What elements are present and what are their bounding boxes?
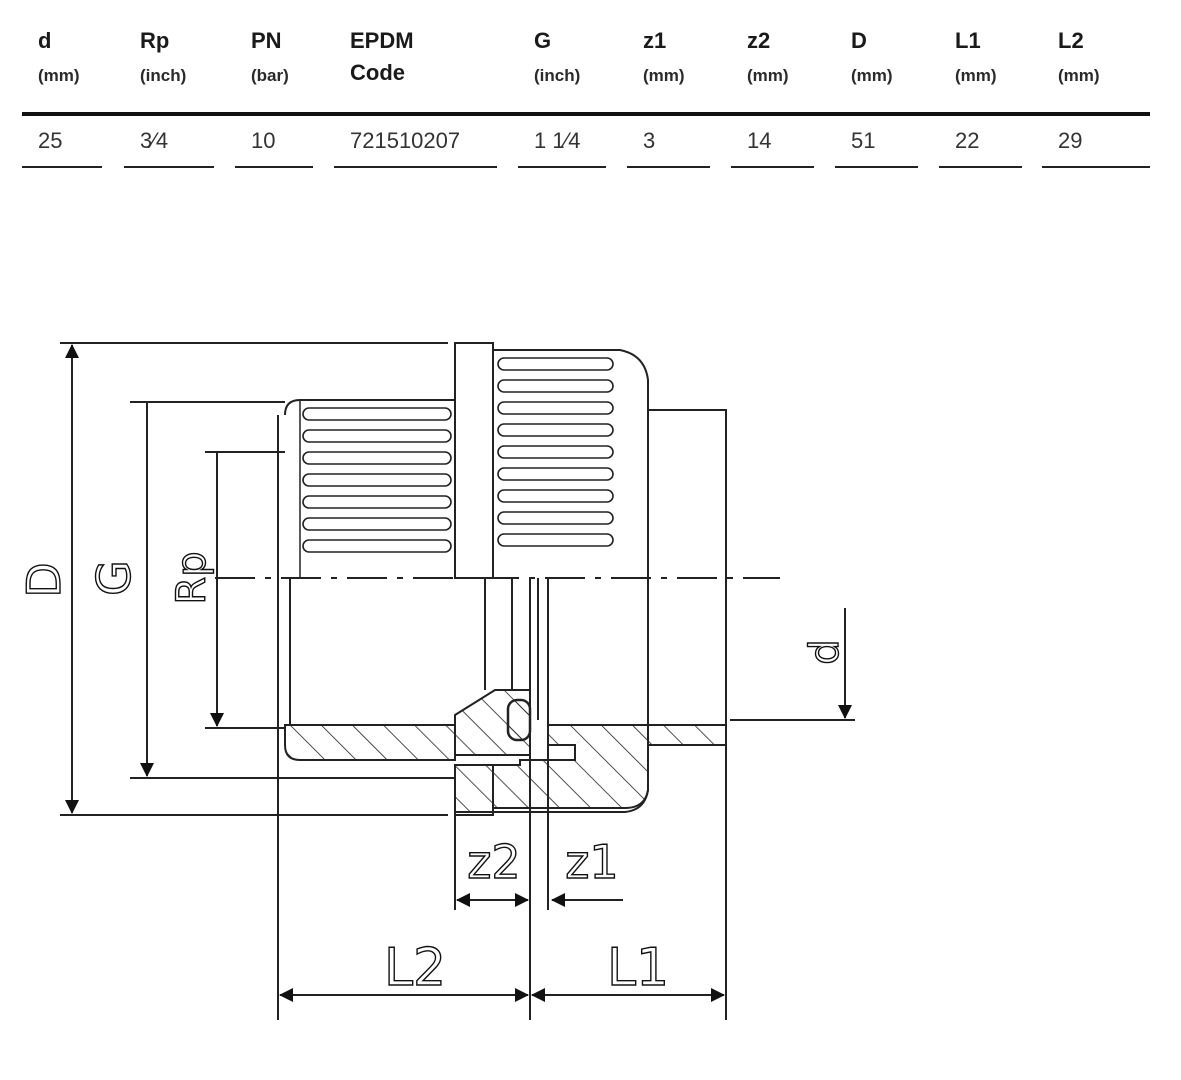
cell-underline — [731, 166, 814, 168]
label-z2: z2 — [467, 835, 520, 889]
col-unit: (mm) — [38, 66, 80, 85]
section-left-socket — [284, 724, 456, 761]
cell-underline — [835, 166, 918, 168]
col-rp: Rp (inch) 3⁄4 — [124, 0, 214, 175]
col-D: D (mm) 51 — [835, 0, 918, 175]
col-value: 22 — [955, 128, 980, 153]
thread-ribs-left — [302, 407, 452, 553]
label-z1: z1 — [565, 835, 618, 889]
label-Rp: Rp — [169, 551, 215, 604]
label-D: D — [17, 562, 71, 597]
col-header: EPDM — [350, 28, 414, 53]
col-header: Rp — [140, 28, 170, 53]
o-ring-seal — [506, 698, 532, 742]
col-unit: (mm) — [955, 66, 997, 85]
col-unit: (mm) — [851, 66, 893, 85]
dim-bottom — [277, 720, 727, 1020]
col-header-line2: Code — [350, 60, 405, 85]
col-d: d (mm) 25 — [22, 0, 102, 175]
col-header: PN — [251, 28, 282, 53]
dim-d — [730, 608, 855, 721]
col-value: 3⁄4 — [140, 128, 169, 153]
col-header: D — [851, 28, 867, 53]
col-unit: (bar) — [251, 66, 289, 85]
col-value: 1 1⁄4 — [534, 128, 581, 153]
header-rule — [22, 112, 1150, 116]
union-fitting-drawing: D G Rp d z2 z1 L2 L1 — [16, 342, 855, 1020]
col-L2: L2 (mm) 29 — [1042, 0, 1150, 175]
col-z2: z2 (mm) 14 — [731, 0, 814, 175]
col-value: 14 — [747, 128, 772, 153]
col-unit: (inch) — [534, 66, 581, 85]
cell-underline — [124, 166, 214, 168]
col-value: 3 — [643, 128, 656, 153]
col-unit: (inch) — [140, 66, 187, 85]
col-header: d — [38, 28, 52, 53]
col-unit: (mm) — [643, 66, 685, 85]
col-pn: PN (bar) 10 — [235, 0, 313, 175]
col-L1: L1 (mm) 22 — [939, 0, 1022, 175]
cell-underline — [1042, 166, 1150, 168]
label-L2: L2 — [384, 938, 446, 998]
col-header: G — [534, 28, 552, 53]
col-g: G (inch) 1 1⁄4 — [518, 0, 606, 175]
col-value: 10 — [251, 128, 276, 153]
col-z1: z1 (mm) 3 — [627, 0, 710, 175]
col-unit: (mm) — [747, 66, 789, 85]
label-G: G — [87, 560, 141, 596]
flange-collar — [454, 342, 494, 579]
label-d: d — [802, 639, 848, 664]
col-header: L1 — [955, 28, 981, 53]
col-epdm-code: EPDM Code 721510207 — [334, 0, 497, 175]
cell-underline — [235, 166, 313, 168]
col-value: 721510207 — [350, 128, 461, 153]
right-nut-outline — [493, 349, 649, 813]
cell-underline — [939, 166, 1022, 168]
col-header: L2 — [1058, 28, 1084, 53]
drawing-lines — [60, 342, 780, 816]
section-nut — [454, 724, 727, 813]
spec-table: d (mm) 25 Rp (inch) 3⁄4 PN (bar) 10 EPDM… — [22, 0, 1150, 175]
cell-underline — [22, 166, 102, 168]
col-value: 25 — [38, 128, 63, 153]
cell-underline — [518, 166, 606, 168]
col-header: z2 — [747, 28, 771, 53]
label-L1: L1 — [607, 938, 669, 998]
cross-section — [284, 689, 727, 813]
cell-underline — [627, 166, 710, 168]
col-value: 51 — [851, 128, 876, 153]
cell-underline — [334, 166, 497, 168]
thread-ribs-right — [497, 357, 614, 547]
spigot-end — [648, 409, 727, 726]
col-header: z1 — [643, 28, 667, 53]
col-value: 29 — [1058, 128, 1083, 153]
col-unit: (mm) — [1058, 66, 1100, 85]
